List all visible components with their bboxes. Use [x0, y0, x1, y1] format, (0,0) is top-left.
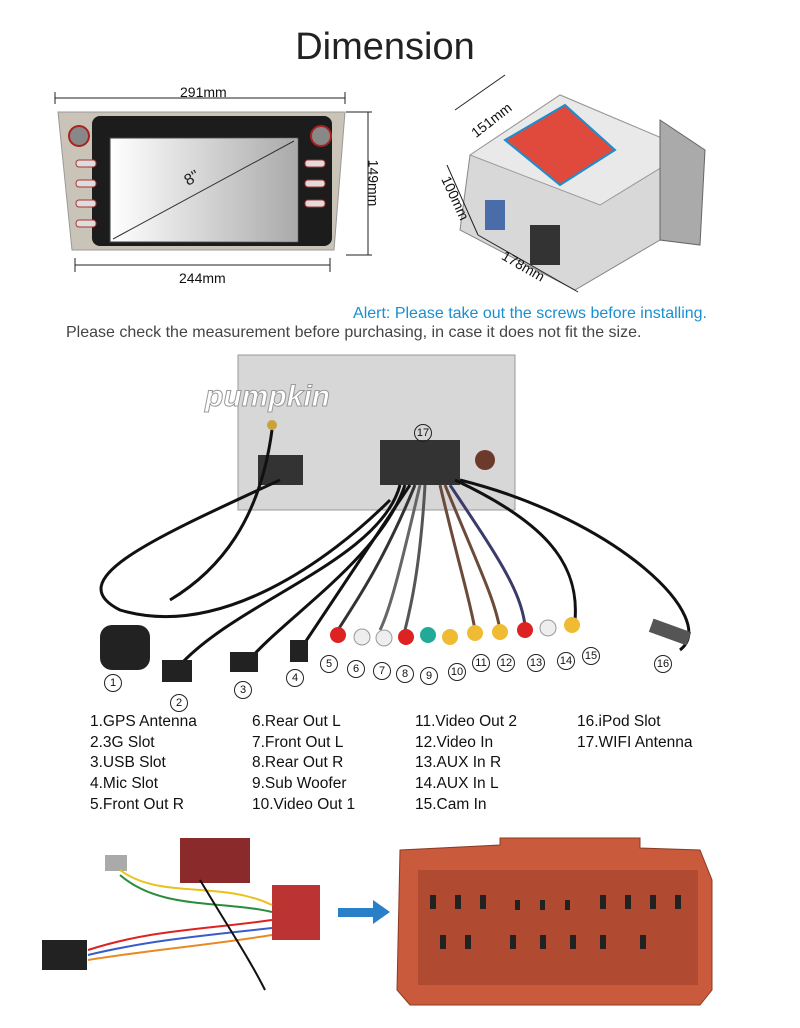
- legend-item: 11.Video Out 2: [415, 713, 517, 730]
- rca-plugs: [100, 617, 692, 682]
- legend-column-3: 11.Video Out 2 12.Video In 13.AUX In R 1…: [415, 712, 517, 816]
- callout-7: 7: [373, 662, 391, 680]
- front-unit-image: [54, 92, 372, 272]
- callout-5: 5: [320, 655, 338, 673]
- front-height-label: 149mm: [365, 159, 382, 207]
- front-width-top-label: 291mm: [180, 84, 227, 100]
- callout-4: 4: [286, 669, 304, 687]
- legend-item: 2.3G Slot: [90, 733, 155, 751]
- legend-item: 6.Rear Out L: [252, 713, 341, 730]
- legend-column-1: 1.GPS Antenna 2.3G Slot 3.USB Slot 4.Mic…: [90, 712, 197, 816]
- legend-item: 12.Video In: [415, 733, 494, 751]
- callout-9: 9: [420, 667, 438, 685]
- callout-10: 10: [448, 663, 466, 681]
- note-text: Please check the measurement before purc…: [66, 324, 642, 341]
- callout-11: 11: [472, 654, 490, 672]
- callout-8: 8: [396, 665, 414, 683]
- side-unit-image: [446, 74, 706, 293]
- legend-item: 9.Sub Woofer: [252, 775, 347, 793]
- legend-column-2: 6.Rear Out L 7.Front Out L 8.Rear Out R …: [252, 712, 355, 816]
- callout-2: 2: [170, 694, 188, 712]
- rear-unit-image: [99, 354, 692, 682]
- callout-3: 3: [234, 681, 252, 699]
- legend-column-4: 16.iPod Slot 17.WIFI Antenna: [577, 712, 692, 753]
- legend-item: 5.Front Out R: [90, 795, 184, 813]
- page-title: Dimension: [295, 26, 475, 68]
- legend-item: 16.iPod Slot: [577, 713, 661, 730]
- callout-12: 12: [497, 654, 515, 672]
- legend-item: 10.Video Out 1: [252, 795, 356, 813]
- legend-item: 8.Rear Out R: [252, 754, 344, 772]
- harness-image: [42, 838, 320, 991]
- callout-1: 1: [104, 674, 122, 692]
- legend-item: 3.USB Slot: [90, 754, 166, 772]
- callout-17: 17: [414, 424, 432, 442]
- brand-watermark: pumpkin: [205, 380, 331, 414]
- callout-6: 6: [347, 660, 365, 678]
- arrow-icon: [338, 900, 390, 924]
- legend-item: 13.AUX In R: [415, 754, 502, 772]
- legend-item: 17.WIFI Antenna: [577, 733, 693, 751]
- legend-item: 15.Cam In: [415, 795, 487, 813]
- connector-image: [396, 837, 713, 1006]
- callout-13: 13: [527, 654, 545, 672]
- alert-text: Alert: Please take out the screws before…: [353, 305, 707, 322]
- legend-item: 7.Front Out L: [252, 733, 344, 751]
- legend-item: 1.GPS Antenna: [90, 713, 197, 730]
- front-width-bottom-label: 244mm: [179, 270, 226, 286]
- callout-15: 15: [582, 647, 600, 665]
- callout-14: 14: [557, 652, 575, 670]
- legend-item: 14.AUX In L: [415, 775, 499, 793]
- callout-16: 16: [654, 655, 672, 673]
- legend-item: 4.Mic Slot: [90, 775, 159, 793]
